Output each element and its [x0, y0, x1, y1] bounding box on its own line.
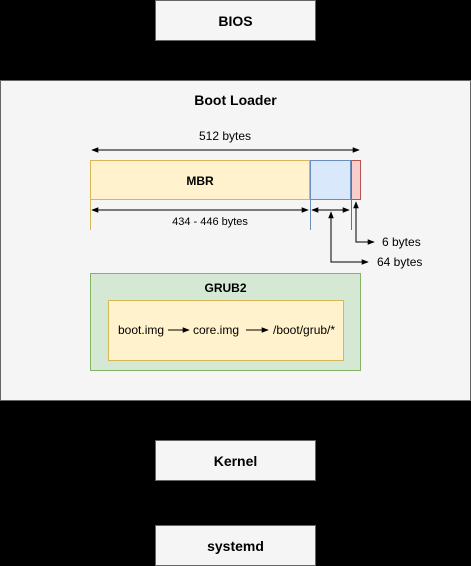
grub2-chain-box	[108, 300, 344, 361]
bios-box: BIOS	[155, 0, 316, 41]
mbr-code-size-label: 434 - 446 bytes	[172, 216, 248, 228]
systemd-label: systemd	[207, 537, 264, 554]
mbr-label: MBR	[186, 174, 214, 188]
grub-chain-boot-grub: /boot/grub/*	[273, 323, 336, 337]
grub2-label: GRUB2	[204, 281, 247, 295]
kernel-label: Kernel	[213, 452, 258, 469]
bios-label: BIOS	[218, 12, 253, 29]
grub-chain-core-img: core.img	[193, 323, 240, 337]
grub-chain-boot-img: boot.img	[118, 323, 165, 337]
kernel-box: Kernel	[155, 440, 316, 481]
partition-leader-arrow	[328, 211, 369, 265]
partition-table-size-label: 64 bytes	[377, 255, 423, 269]
signature-leader-arrow	[353, 201, 375, 245]
mbr-total-size-label: 512 bytes	[198, 129, 252, 143]
signature-size-label: 6 bytes	[382, 235, 421, 249]
systemd-box: systemd	[155, 525, 316, 566]
mbr-partition-table-block	[310, 160, 351, 200]
mbr-signature-block	[351, 160, 361, 200]
boot-loader-title: Boot Loader	[194, 92, 277, 108]
mbr-bootstrap-code-block	[90, 160, 310, 200]
